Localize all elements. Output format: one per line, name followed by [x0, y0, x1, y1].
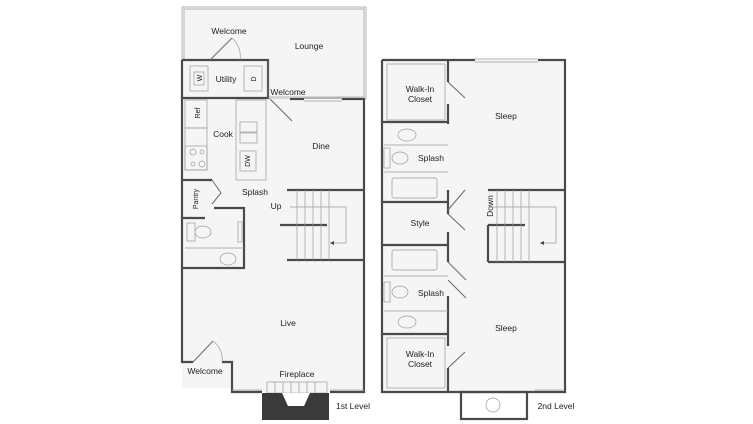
second-level-plan: Walk-In Closet Sleep Splash Down Style [380, 58, 575, 421]
lounge-label: Lounge [295, 41, 324, 51]
welcome-mid-label: Welcome [270, 87, 306, 97]
closet-bottom-label-line2: Closet [408, 359, 433, 369]
live-label: Live [280, 318, 296, 328]
cook-label: Cook [213, 129, 234, 139]
closet-bottom-label-line1: Walk-In [406, 349, 435, 359]
welcome-bottom-label: Welcome [187, 366, 223, 376]
utility-label: Utility [216, 74, 238, 84]
sleep-bottom-label: Sleep [495, 323, 517, 333]
style-label: Style [411, 218, 430, 228]
second-level-label: 2nd Level [538, 401, 575, 411]
stairs-up-label: Up [271, 201, 282, 211]
balcony [459, 390, 529, 421]
washer-label: W [197, 74, 204, 81]
welcome-top-label: Welcome [211, 26, 247, 36]
pantry-label: Pantry [193, 188, 200, 209]
dishwasher-label: DW [245, 155, 252, 167]
dryer-label: D [251, 76, 258, 81]
closet-top-label-line2: Closet [408, 94, 433, 104]
first-level-label: 1st Level [336, 401, 370, 411]
stairs-down-label: Down [485, 195, 495, 217]
first-level-plan: W D Utility Welcome Lounge Welcome Ref C… [180, 6, 370, 420]
dine-label: Dine [312, 141, 330, 151]
splash-top-label: Splash [418, 153, 444, 163]
splash-label: Splash [242, 187, 268, 197]
splash-bottom-label: Splash [418, 288, 444, 298]
closet-top-label-line1: Walk-In [406, 84, 435, 94]
fireplace-label: Fireplace [280, 369, 315, 379]
sleep-top-label: Sleep [495, 111, 517, 121]
ref-label: Ref [195, 108, 202, 119]
